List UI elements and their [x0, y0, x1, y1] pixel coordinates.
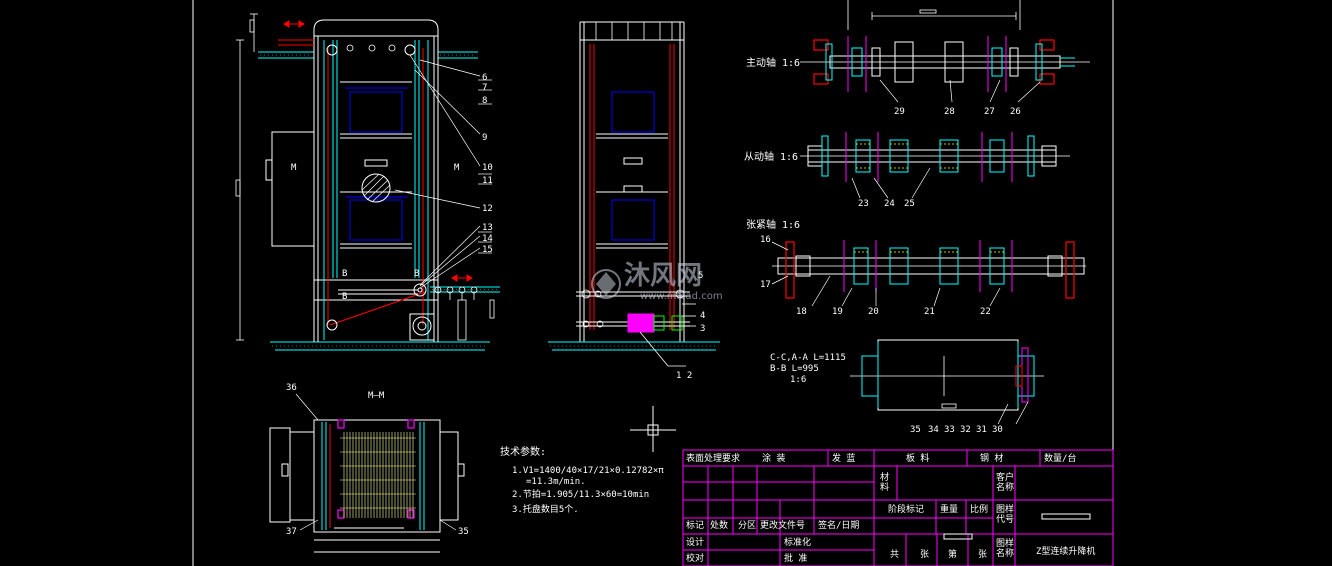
- title-block: 表面处理要求 涂 装 发 蓝 板 料 钢 材 数量/台 材料 客户名称 标记 处…: [682, 449, 1114, 566]
- roller-callout-30: 30: [992, 425, 1003, 435]
- plan-view-mm: M—M: [269, 383, 469, 553]
- watermark-logo-icon: [591, 269, 621, 299]
- side-callout-5: 5: [698, 271, 703, 281]
- tb-product-name: Z型连续升降机: [1036, 545, 1095, 557]
- tb-qty: 数量/台: [1044, 452, 1076, 464]
- roller-callout-33: 33: [944, 425, 955, 435]
- drive-callout-27: 27: [984, 107, 995, 117]
- tb-drawing-name: 图样名称: [996, 537, 1014, 559]
- tension-callout-20: 20: [868, 307, 879, 317]
- tb-drawing-no: 图样代号: [996, 503, 1014, 525]
- cursor-crosshair: [630, 406, 676, 452]
- watermark-brand: 沐风网: [624, 261, 702, 291]
- roller-callout-34: 34: [928, 425, 939, 435]
- tech-param-2: 2.节拍=1.905/11.3×60=10min: [512, 488, 649, 500]
- tension-callout-22: 22: [980, 307, 991, 317]
- tb-total: 共: [890, 549, 899, 560]
- front-callout-15: 15: [482, 245, 493, 255]
- section-mark-m-right: M: [454, 163, 460, 173]
- drive-callout-26: 26: [1010, 107, 1021, 117]
- tech-param-3: 3.托盘数目5个.: [512, 503, 579, 515]
- tb-stage: 阶段标记: [888, 503, 924, 515]
- section-mark-b-1: B: [342, 269, 347, 279]
- driven-callout-25: 25: [904, 199, 915, 209]
- front-callout-11: 11: [482, 176, 493, 186]
- drive-shaft-view: 主动轴 1:6 29 28 27 26: [746, 0, 1090, 117]
- roller-callout-32: 32: [960, 425, 971, 435]
- front-callout-10: 10: [482, 163, 493, 173]
- tb-design: 设计: [686, 536, 704, 548]
- driven-callout-23: 23: [858, 199, 869, 209]
- side-callout-4: 4: [700, 311, 705, 321]
- tb-zone: 分区: [738, 520, 756, 531]
- tb-release: 发 蓝: [832, 452, 855, 464]
- front-callout-14: 14: [482, 234, 493, 244]
- drive-callout-29: 29: [894, 107, 905, 117]
- tb-weight: 重量: [940, 503, 958, 515]
- tension-callout-19: 19: [832, 307, 843, 317]
- section-mark-b-3: B: [414, 269, 419, 279]
- tb-plate: 板 料: [906, 452, 929, 464]
- watermark-url: www.mfcad.com: [640, 291, 723, 302]
- driven-shaft-view: 从动轴 1:6 23 24 25: [744, 132, 1070, 209]
- side-view: 5 4 3 1 2: [548, 21, 720, 381]
- tension-shaft-view: 张紧轴 1:6 16 17 18 19 20 21 22: [746, 218, 1086, 317]
- plan-callout-35: 35: [458, 527, 469, 537]
- section-mark-m-left: M: [291, 163, 297, 173]
- tb-change-no: 更改文件号: [760, 519, 805, 531]
- front-callout-9: 9: [482, 133, 487, 143]
- section-mark-b-2: B: [342, 292, 347, 302]
- front-callout-8: 8: [482, 96, 487, 106]
- tech-param-1b: =11.3m/min.: [526, 477, 586, 487]
- tension-callout-18: 18: [796, 307, 807, 317]
- tech-params-title: 技术参数:: [500, 445, 546, 458]
- tb-scale: 比例: [970, 503, 988, 515]
- drive-shaft-label: 主动轴 1:6: [746, 56, 800, 69]
- tension-callout-17: 17: [760, 280, 771, 290]
- watermark: 沐风网 www.mfcad.com: [591, 261, 723, 302]
- tension-callout-21: 21: [924, 307, 935, 317]
- roller-scale: 1:6: [790, 375, 806, 385]
- tb-sign-date: 签名/日期: [818, 519, 859, 531]
- tension-callout-16: 16: [760, 235, 771, 245]
- tb-count: 处数: [710, 519, 728, 531]
- tb-page: 第: [948, 548, 957, 560]
- tb-surface: 表面处理要求: [686, 452, 740, 464]
- driven-shaft-label: 从动轴 1:6: [744, 150, 798, 163]
- plan-callout-37: 37: [286, 527, 297, 537]
- side-callout-3: 3: [700, 324, 705, 334]
- section-title-mm: M—M: [368, 391, 385, 401]
- tb-paint: 涂 装: [762, 452, 785, 464]
- front-callout-7: 7: [482, 83, 487, 93]
- roller-callout-31: 31: [976, 425, 987, 435]
- tb-sheets: 张: [920, 549, 929, 560]
- roller-callout-35: 35: [910, 425, 921, 435]
- front-callout-13: 13: [482, 223, 493, 233]
- tb-approve: 批 准: [784, 552, 807, 564]
- tb-client: 客户名称: [996, 471, 1014, 493]
- technical-parameters: 技术参数: 1.V1=1400/40×17/21×0.12782×π =11.3…: [500, 445, 664, 515]
- front-callout-12: 12: [482, 204, 493, 214]
- roller-length-2: B-B L=995: [770, 364, 819, 374]
- roller-length-1: C-C,A-A L=1115: [770, 353, 846, 363]
- tb-sheet2: 张: [978, 549, 987, 560]
- drive-callout-28: 28: [944, 107, 955, 117]
- tb-standard: 标准化: [784, 536, 811, 548]
- driven-callout-24: 24: [884, 199, 895, 209]
- front-callout-6: 6: [482, 73, 487, 83]
- tb-mark: 标记: [686, 519, 704, 531]
- tb-check: 校对: [686, 552, 704, 564]
- tech-param-1: 1.V1=1400/40×17/21×0.12782×π: [512, 466, 664, 476]
- side-callout-1-2: 1 2: [676, 371, 692, 381]
- roller-view: C-C,A-A L=1115 B-B L=995 1:6 35 34 33 32 31 3…: [770, 339, 1044, 435]
- tb-material: 材料: [880, 471, 889, 493]
- plan-callout-36: 36: [286, 383, 297, 393]
- tension-shaft-label: 张紧轴 1:6: [746, 218, 800, 231]
- tb-steel: 钢 材: [980, 452, 1003, 464]
